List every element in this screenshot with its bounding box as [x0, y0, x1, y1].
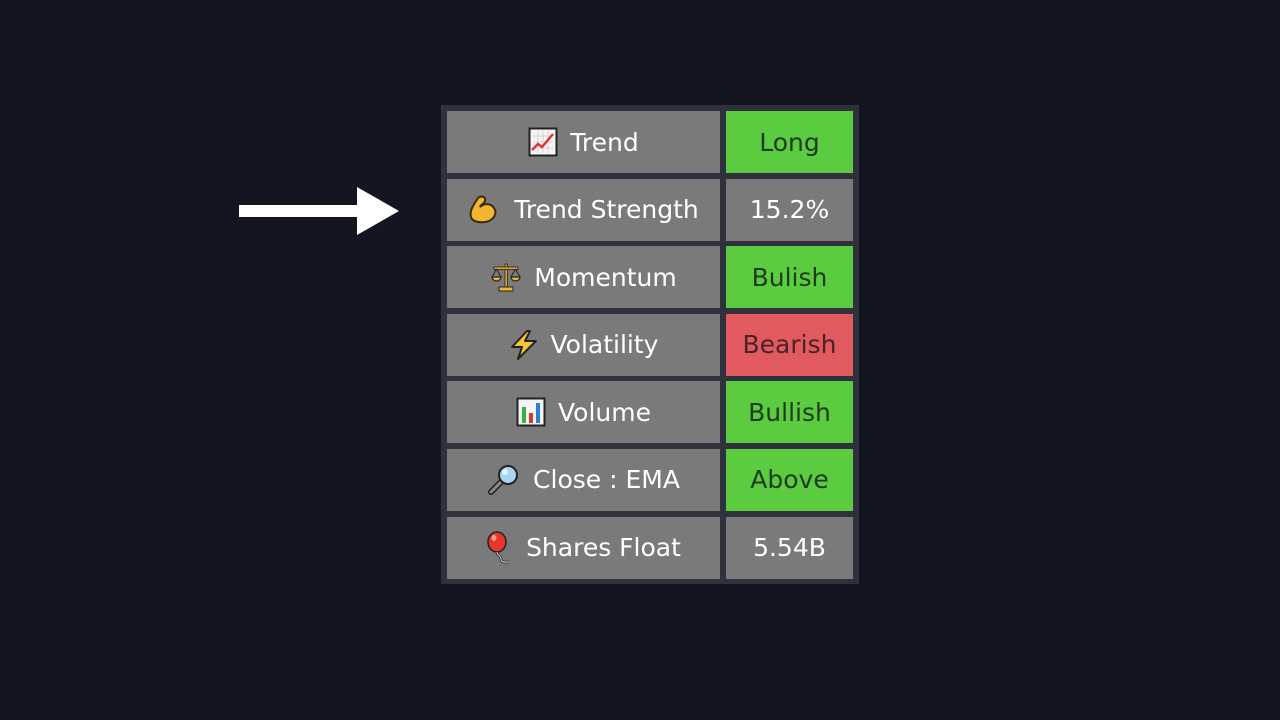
- lightning-icon: [509, 329, 539, 361]
- balance-scale-icon: [490, 261, 522, 293]
- label-text: Trend Strength: [514, 195, 699, 225]
- value-cell-shares-float: 5.54B: [726, 516, 853, 579]
- label-cell-trend-strength: Trend Strength: [447, 178, 720, 241]
- magnifying-glass-icon: [487, 464, 521, 496]
- right-arrow-icon: [239, 187, 399, 235]
- value-cell-volatility: Bearish: [726, 313, 853, 376]
- bar-chart-icon: [516, 397, 546, 427]
- balloon-icon: [486, 530, 514, 565]
- value-cell-close-ema: Above: [726, 448, 853, 511]
- value-cell-trend-strength: 15.2%: [726, 178, 853, 241]
- label-text: Shares Float: [526, 533, 681, 563]
- label-text: Volatility: [550, 330, 659, 360]
- label-cell-shares-float: Shares Float: [447, 516, 720, 579]
- label-text: Close : EMA: [533, 465, 680, 495]
- value-cell-momentum: Bulish: [726, 246, 853, 309]
- label-cell-momentum: Momentum: [447, 246, 720, 309]
- indicator-table: Trend Long Trend Strength 15.2% Momentum…: [441, 105, 859, 584]
- label-cell-volume: Volume: [447, 381, 720, 444]
- value-cell-volume: Bullish: [726, 381, 853, 444]
- label-cell-volatility: Volatility: [447, 313, 720, 376]
- label-text: Trend: [570, 127, 639, 157]
- label-text: Momentum: [534, 262, 677, 292]
- label-text: Volume: [558, 397, 651, 427]
- value-cell-trend: Long: [726, 111, 853, 173]
- chart-increasing-icon: [528, 127, 558, 157]
- label-cell-close-ema: Close : EMA: [447, 448, 720, 511]
- label-cell-trend: Trend: [447, 111, 720, 173]
- flexed-biceps-icon: [468, 194, 502, 226]
